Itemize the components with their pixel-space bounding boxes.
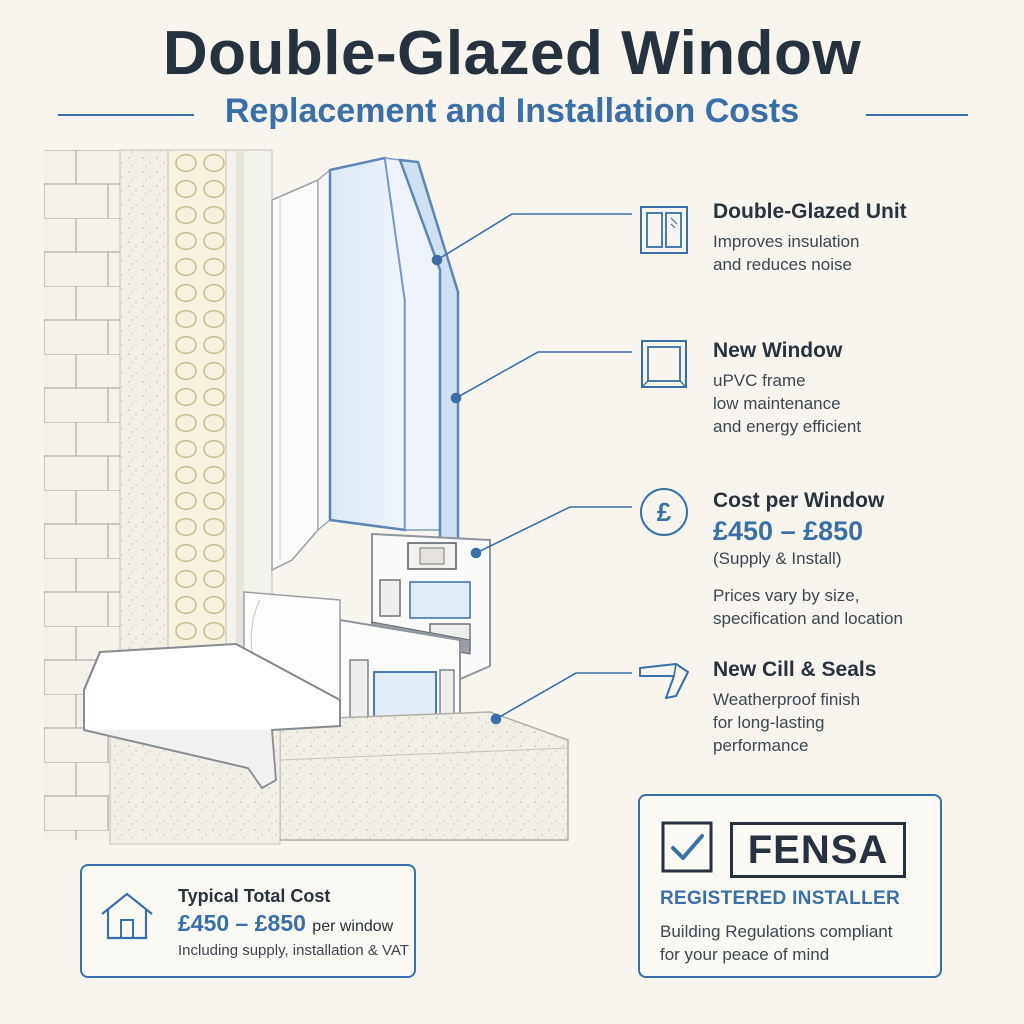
fensa-box: FENSA REGISTERED INSTALLER Building Regu… (638, 794, 942, 978)
fensa-logo: FENSA (730, 822, 906, 878)
callout-line: performance (713, 736, 809, 755)
total-cost-price-suffix: per window (312, 918, 394, 935)
fensa-registered-label: REGISTERED INSTALLER (660, 888, 900, 909)
callout-cost-per-window: Cost per Window £450 – £850 (Supply & In… (713, 489, 903, 630)
fensa-note: Building Regulations compliant for your … (660, 920, 892, 966)
callout-line: Improves insulation (713, 232, 860, 251)
callout-line: specification and location (713, 609, 903, 628)
callout-heading: Double-Glazed Unit (713, 200, 907, 223)
callout-price: £450 – £850 (713, 516, 864, 546)
fensa-note-line: Building Regulations compliant (660, 922, 893, 941)
window-pane-icon (640, 206, 688, 254)
total-cost-box: Typical Total Cost £450 – £850 per windo… (80, 864, 416, 978)
total-cost-note: Including supply, installation & VAT (178, 942, 409, 959)
pound-sign-icon: £ (640, 488, 688, 536)
callout-line: Weatherproof finish (713, 690, 861, 709)
fensa-note-line: for your peace of mind (660, 945, 830, 964)
window-cross-section-illustration (44, 149, 632, 845)
callout-line: low maintenance (713, 394, 841, 413)
callout-line: and energy efficient (713, 417, 862, 436)
callout-heading: Cost per Window (713, 489, 885, 512)
masonry-block (279, 711, 569, 841)
callout-heading: New Window (713, 339, 843, 362)
cill-icon (639, 663, 689, 699)
callout-line: and reduces noise (713, 255, 852, 274)
outer-frame (271, 178, 319, 572)
page-title: Double-Glazed Window (162, 19, 862, 88)
total-cost-price: £450 – £850 (178, 910, 306, 936)
callout-line: uPVC frame (713, 371, 806, 390)
subtitle-rule-right (866, 114, 968, 116)
callout-line: Prices vary by size, (713, 586, 860, 605)
svg-text:£: £ (657, 497, 672, 527)
callout-price-note: (Supply & Install) (713, 549, 842, 568)
cavity-insulation (167, 149, 227, 671)
callout-heading: New Cill & Seals (713, 658, 877, 681)
page-subtitle: Replacement and Installation Costs (224, 92, 800, 130)
inner-wall (225, 149, 273, 671)
checkbox-tick-icon (661, 821, 713, 873)
window-frame-icon (641, 340, 687, 388)
total-cost-heading: Typical Total Cost (178, 886, 331, 906)
callout-double-glazed-unit: Double-Glazed Unit Improves insulation a… (713, 200, 907, 276)
total-cost-price-line: £450 – £850 per window (178, 910, 393, 937)
callout-cill-seals: New Cill & Seals Weatherproof finish for… (713, 658, 876, 757)
house-icon (101, 892, 153, 940)
leader-lines (431, 213, 632, 725)
callout-line: for long-lasting (713, 713, 825, 732)
subtitle-rule-left (58, 114, 194, 116)
callout-new-window: New Window uPVC frame low maintenance an… (713, 339, 861, 438)
